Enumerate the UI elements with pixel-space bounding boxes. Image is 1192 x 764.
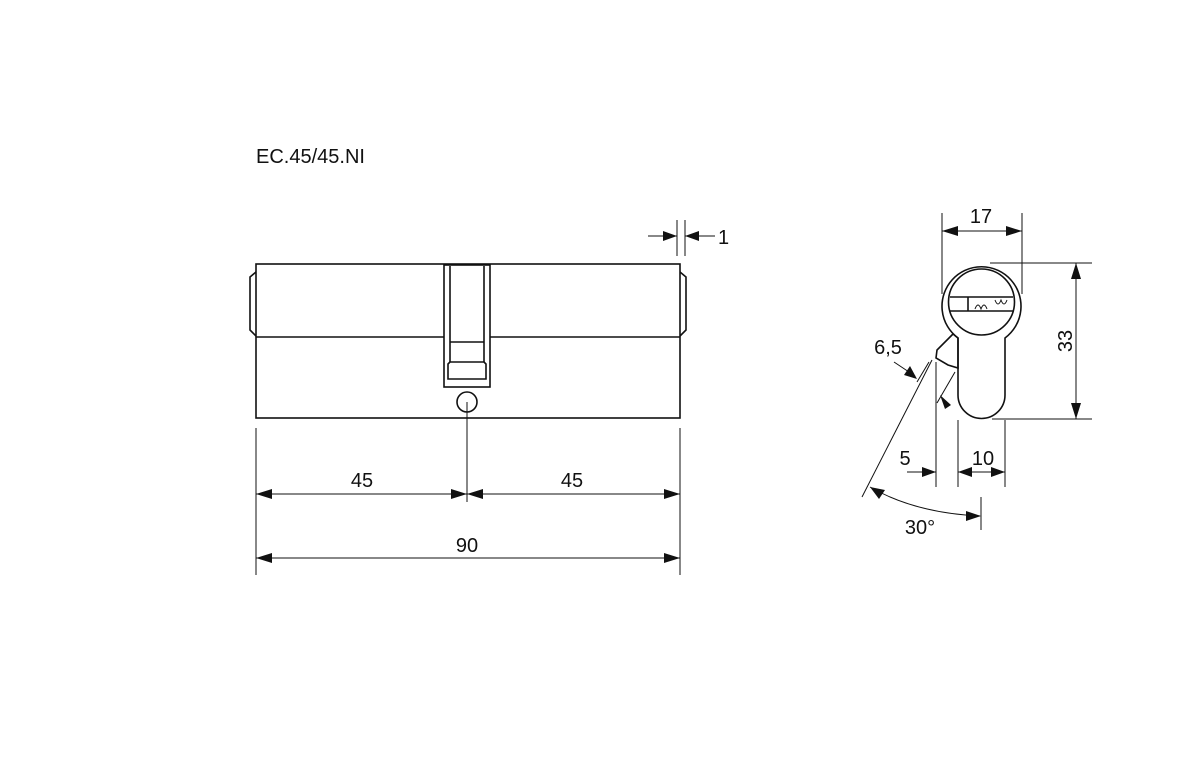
side-view: 17 33 10 5 6,5 30° [861, 206, 1092, 539]
dim-height-label: 33 [1055, 330, 1077, 352]
dim-cam-thickness-label: 6,5 [874, 337, 902, 359]
dim-left-label: 45 [351, 470, 373, 492]
cam [447, 361, 487, 380]
cam-side [935, 332, 959, 370]
dim-offset-label: 1 [718, 227, 729, 249]
dim-angle-label: 30° [905, 517, 935, 539]
cam-slot [443, 264, 491, 388]
plug-circle [947, 268, 1016, 336]
profile-outline [941, 265, 1022, 420]
dim-right-label: 45 [561, 470, 583, 492]
end-cap-left [249, 271, 257, 337]
drawing-title: EC.45/45.NI [256, 146, 365, 168]
dim-total-label: 90 [456, 535, 478, 557]
dim-offset-side-label: 5 [899, 448, 910, 470]
front-view: 45 45 90 1 [249, 220, 729, 575]
dim-width-label: 17 [970, 206, 992, 228]
cylinder-body [255, 263, 681, 419]
end-cap-right [679, 271, 687, 337]
dim-body-width-label: 10 [972, 448, 994, 470]
